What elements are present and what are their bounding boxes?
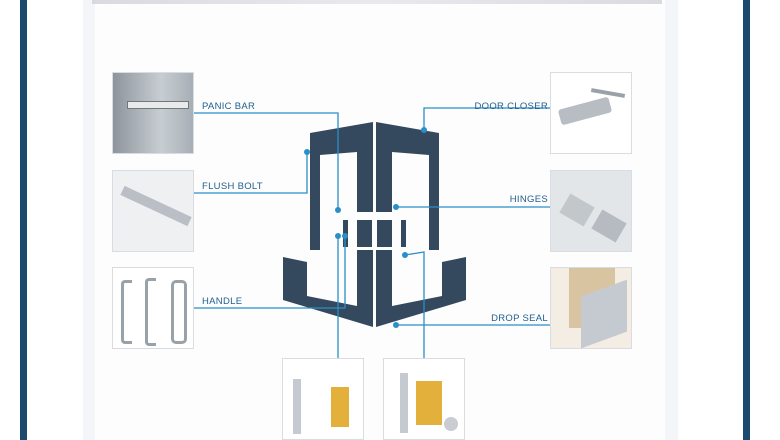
hinges-image xyxy=(550,170,632,252)
label-door-closer: DOOR CLOSER xyxy=(474,101,548,112)
lock-handle-image xyxy=(282,358,364,440)
panic-bar-image xyxy=(112,72,194,154)
mortise-lock-image xyxy=(383,358,465,440)
connector-dots xyxy=(304,127,427,328)
label-hinges: HINGES xyxy=(509,194,548,205)
left-border-bar xyxy=(20,0,27,440)
right-border-bar xyxy=(743,0,750,440)
label-panic-bar: PANIC BAR xyxy=(202,101,256,112)
connector-lines xyxy=(194,107,550,358)
door-closer-image xyxy=(550,72,632,154)
handle-image xyxy=(112,267,194,349)
label-flush-bolt: FLUSH BOLT xyxy=(202,181,263,192)
flush-bolt-image xyxy=(112,170,194,252)
label-handle: HANDLE xyxy=(202,296,243,307)
drop-seal-image xyxy=(550,267,632,349)
door-logo xyxy=(283,122,466,327)
label-drop-seal: DROP SEAL xyxy=(491,313,548,324)
header-text-blur xyxy=(92,0,662,4)
